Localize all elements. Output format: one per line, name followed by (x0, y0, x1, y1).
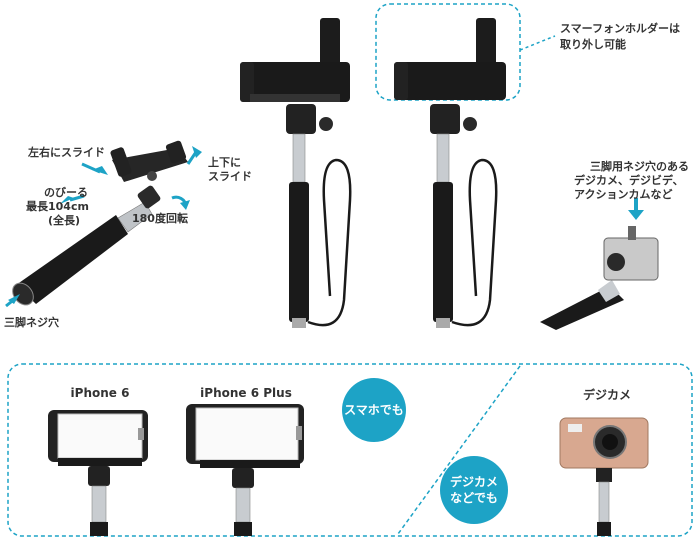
label-iphone6: iPhone 6 (70, 386, 130, 400)
standing-stick-2 (394, 18, 506, 328)
label-tripod-compat-3: アクションカムなど (574, 188, 673, 201)
badge-digicam-text-1: デジカメ (449, 475, 498, 489)
iphone6-on-mount (48, 410, 148, 536)
label-slide-up-down-2: スライド (208, 170, 252, 183)
label-extend-3: (全長) (48, 214, 81, 227)
label-slide-up-down-1: 上下に (208, 156, 241, 169)
diagonal-selfie-stick (12, 140, 188, 306)
iphone6plus-on-mount (186, 404, 304, 536)
holder-callout-frame (375, 3, 521, 101)
blue-arrows (5, 146, 202, 308)
label-holder-removable-1: スマーフォンホルダーは (560, 22, 681, 35)
badge-smartphone: スマホでも (342, 378, 406, 442)
standing-stick-1 (240, 18, 352, 328)
holder-callout-line (519, 35, 556, 51)
bottom-panel-frame (7, 363, 693, 537)
label-holder-removable-2: 取り外し可能 (560, 38, 626, 51)
label-digicam: デジカメ (582, 388, 631, 402)
label-tripod-compat-1: 三脚用ネジ穴のある (590, 160, 689, 173)
label-tripod-hole: 三脚ネジ穴 (4, 316, 59, 329)
badge-digicam-text-2: などでも (450, 491, 498, 505)
label-extend-1: のびーる (44, 186, 88, 199)
tripod-mount-closeup (540, 198, 659, 330)
digicam-on-mount (559, 417, 649, 536)
badge-smartphone-text: スマホでも (344, 403, 404, 417)
badge-digicam: デジカメ などでも (440, 456, 508, 524)
label-iphone6-plus: iPhone 6 Plus (200, 386, 292, 400)
label-extend-2: 最長104cm (26, 200, 89, 213)
label-tripod-compat-2: デジカメ、デジビデ、 (574, 174, 684, 187)
label-rotate-180: 180度回転 (132, 212, 188, 225)
label-slide-left-right: 左右にスライド (28, 146, 105, 159)
